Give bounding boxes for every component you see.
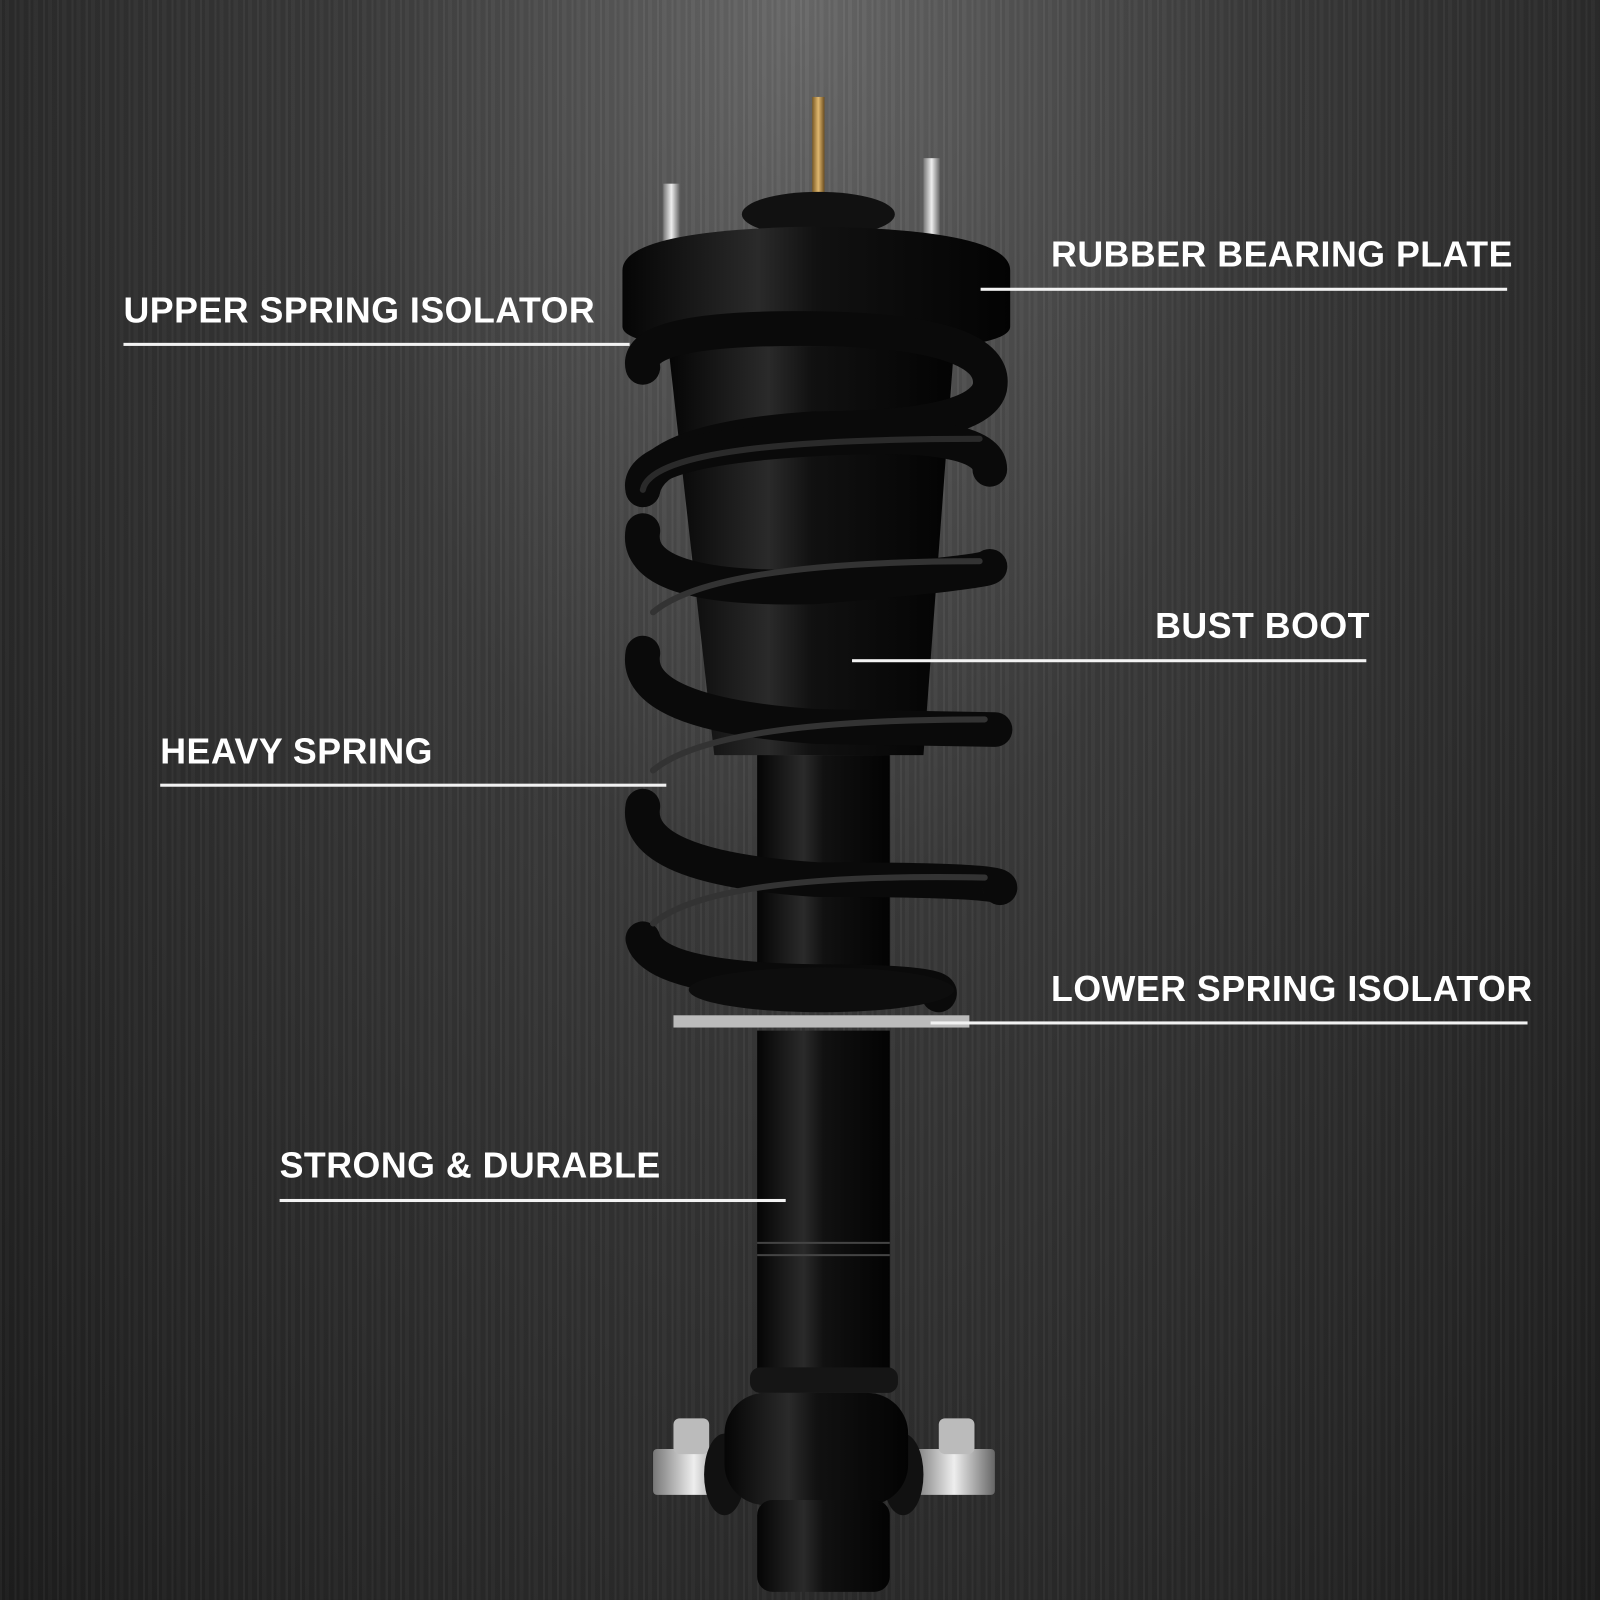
- callout-line-strong-durable: [279, 1198, 786, 1203]
- heavy-spring: [625, 311, 1018, 1013]
- label-rubber-bearing-plate: RUBBER BEARING PLATE: [1051, 234, 1513, 275]
- label-heavy-spring: HEAVY SPRING: [160, 731, 433, 772]
- upper-studs: [663, 96, 940, 256]
- callout-line-upper-spring-isolator: [123, 342, 630, 346]
- lower-spring-isolator: [673, 967, 970, 1028]
- label-bust-boot: BUST BOOT: [1155, 606, 1370, 646]
- shock-body: [749, 755, 898, 1393]
- callout-line-rubber-bearing-plate: [980, 287, 1508, 291]
- callout-line-lower-spring-isolator: [930, 1021, 1528, 1025]
- label-lower-spring-isolator: LOWER SPRING ISOLATOR: [1051, 969, 1533, 1010]
- label-upper-spring-isolator: UPPER SPRING ISOLATOR: [123, 290, 596, 331]
- lower-mount: [653, 1392, 995, 1592]
- label-strong-durable: STRONG & DURABLE: [279, 1145, 661, 1186]
- callout-line-heavy-spring: [160, 783, 667, 787]
- callout-line-bust-boot: [852, 659, 1367, 663]
